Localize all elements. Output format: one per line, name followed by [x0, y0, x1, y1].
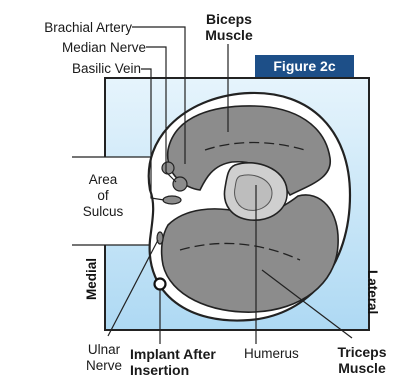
brachial-artery-vessel [162, 162, 174, 174]
lateral-label: Lateral [365, 270, 380, 314]
area-of-sulcus-label: Area of Sulcus [73, 172, 133, 220]
triceps-muscle-label: Triceps Muscle [330, 344, 394, 376]
ulnar-nerve-vessel [157, 232, 163, 244]
figure-badge: Figure 2c [255, 55, 354, 77]
median-nerve-vessel [173, 177, 187, 191]
basilic-vein-label: Basilic Vein [72, 61, 141, 76]
implant-label: Implant After Insertion [130, 346, 216, 378]
medial-label: Medial [84, 258, 99, 300]
biceps-muscle-label: Biceps Muscle [193, 11, 265, 43]
median-nerve-label: Median Nerve [62, 40, 146, 55]
basilic-vein-vessel [163, 196, 181, 204]
implant-marker [155, 279, 166, 290]
ulnar-nerve-label: Ulnar Nerve [76, 342, 132, 374]
brachial-artery-label: Brachial Artery [44, 20, 132, 35]
humerus-label: Humerus [244, 346, 299, 361]
